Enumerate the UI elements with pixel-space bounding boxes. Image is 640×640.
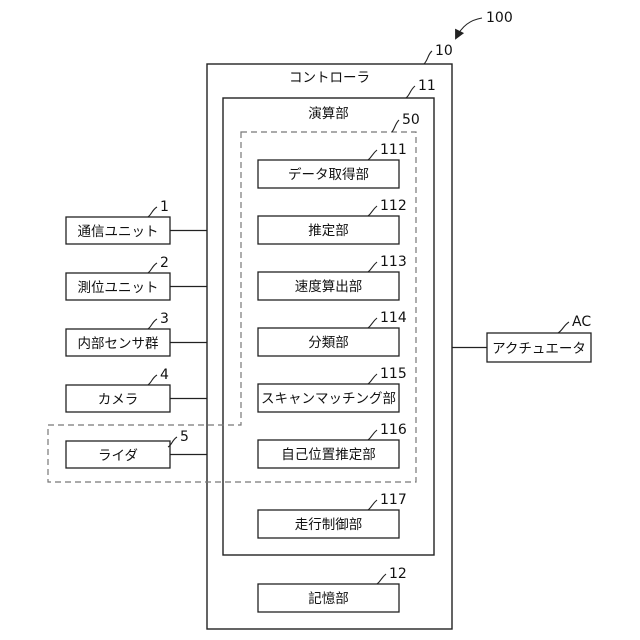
module-ref-leader xyxy=(368,500,377,510)
sensor-ref-leader xyxy=(148,207,157,217)
sensor-ref-label: 3 xyxy=(160,311,169,327)
sensor-ref-label: 5 xyxy=(180,429,189,445)
sensor-ref-label: 4 xyxy=(160,367,169,383)
controller-title: コントローラ xyxy=(289,70,370,86)
system-ref-arrow xyxy=(456,18,482,38)
module-ref-label: 114 xyxy=(380,310,407,326)
module-speed-calculation: 速度算出部 113 xyxy=(258,254,407,300)
module-label: データ取得部 xyxy=(288,166,369,183)
module-ref-leader xyxy=(368,430,377,440)
system-ref-label: 100 xyxy=(486,10,513,26)
module-scan-matching: スキャンマッチング部 115 xyxy=(258,366,407,412)
module-travel-control: 走行制御部 117 xyxy=(258,492,407,538)
module-ref-leader xyxy=(368,206,377,216)
module-ref-leader xyxy=(368,318,377,328)
module-data-acquisition: データ取得部 111 xyxy=(258,142,407,188)
sensor-ref-leader xyxy=(148,319,157,329)
controller-ref-leader xyxy=(424,51,432,64)
sensor-ref-leader xyxy=(148,375,157,385)
compute-ref-leader xyxy=(406,86,415,98)
module-ref-leader xyxy=(368,150,377,160)
module-label: 速度算出部 xyxy=(295,279,363,295)
sensor-label: 通信ユニット xyxy=(78,224,159,240)
sensor-ref-label: 1 xyxy=(160,199,169,215)
group-50-ref-leader xyxy=(392,120,399,132)
module-classification: 分類部 114 xyxy=(258,310,407,356)
sensor-ref-label: 2 xyxy=(160,255,169,271)
module-label: 走行制御部 xyxy=(295,517,363,533)
module-label: 分類部 xyxy=(308,335,349,351)
actuator: アクチュエータ AC xyxy=(452,314,591,362)
module-ref-label: 113 xyxy=(380,254,407,270)
module-self-localization: 自己位置推定部 116 xyxy=(258,422,407,468)
module-label: スキャンマッチング部 xyxy=(261,391,396,407)
group-50-ref-label: 50 xyxy=(402,112,420,128)
sensor-ref-leader xyxy=(148,263,157,273)
module-ref-leader xyxy=(377,574,386,584)
module-ref-label: 111 xyxy=(380,142,407,158)
module-ref-label: 116 xyxy=(380,422,407,438)
module-ref-label: 12 xyxy=(389,566,407,582)
module-label: 自己位置推定部 xyxy=(281,447,376,463)
actuator-ref-label: AC xyxy=(572,314,591,330)
compute-ref-label: 11 xyxy=(418,78,436,94)
sensor-communication-unit: 通信ユニット 1 xyxy=(66,199,207,244)
sensor-label: ライダ xyxy=(98,448,138,464)
module-ref-leader xyxy=(368,374,377,384)
sensor-internal-sensors: 内部センサ群 3 xyxy=(66,311,207,356)
sensor-label: 内部センサ群 xyxy=(78,336,159,352)
module-ref-leader xyxy=(368,262,377,272)
sensor-label: 測位ユニット xyxy=(78,280,159,296)
sensor-positioning-unit: 測位ユニット 2 xyxy=(66,255,207,300)
sensor-lidar: ライダ 5 xyxy=(66,429,207,468)
sensor-label: カメラ xyxy=(98,392,139,408)
module-label: 記憶部 xyxy=(308,590,349,607)
module-memory: 記憶部 12 xyxy=(258,566,407,612)
module-ref-label: 112 xyxy=(380,198,407,214)
controller-ref-label: 10 xyxy=(435,43,453,59)
module-estimation: 推定部 112 xyxy=(258,198,407,244)
module-ref-label: 117 xyxy=(380,492,407,508)
module-label: 推定部 xyxy=(308,223,349,239)
actuator-ref-leader xyxy=(558,322,569,333)
module-ref-label: 115 xyxy=(380,366,407,382)
sensor-camera: カメラ 4 xyxy=(66,367,207,412)
actuator-label: アクチュエータ xyxy=(492,341,586,357)
compute-title: 演算部 xyxy=(308,106,349,122)
